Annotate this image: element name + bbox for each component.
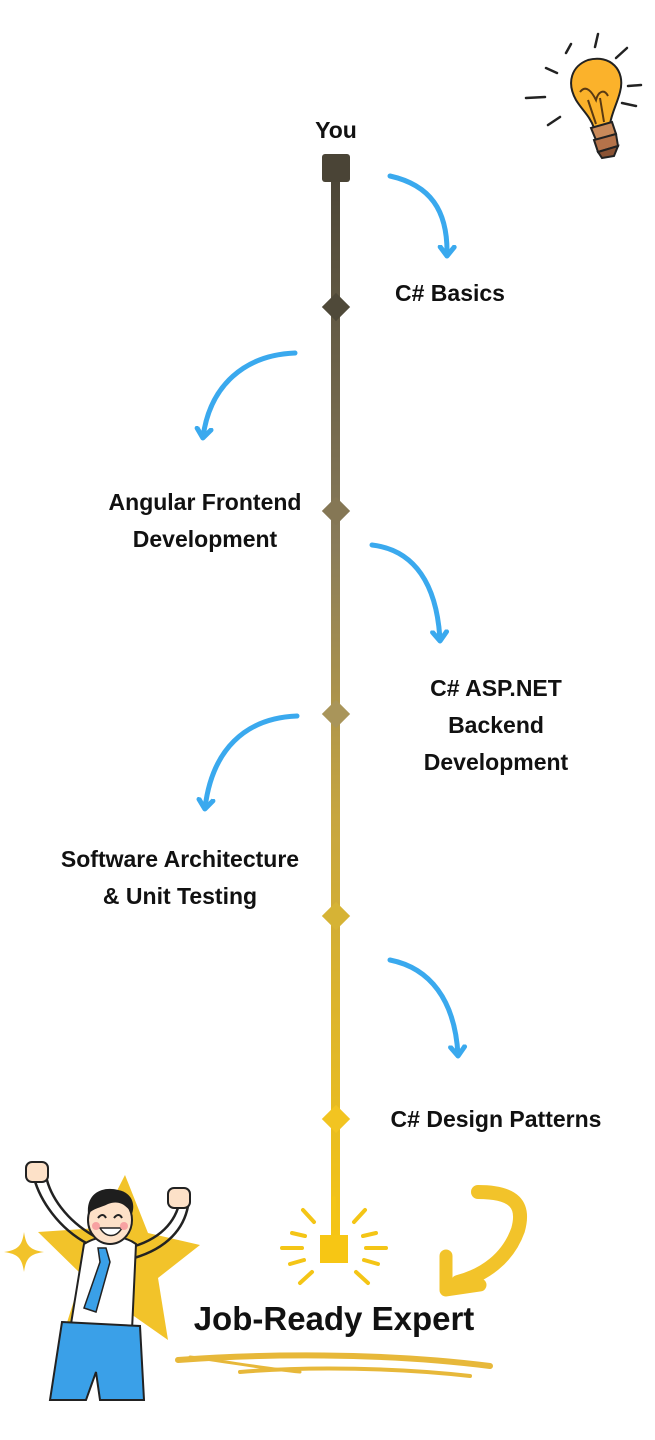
step-label-4: Software Architecture & Unit Testing (60, 846, 300, 909)
step-label-2: Angular Frontend Development (108, 489, 302, 552)
start-marker (322, 154, 350, 182)
celebrating-person-icon (4, 1161, 200, 1401)
step-label-3: C# ASP.NET Backend Development (423, 675, 569, 775)
start-label: You (315, 117, 357, 143)
step-marker-1 (321, 292, 351, 322)
sparkle-icon (4, 1232, 44, 1272)
curved-arrow-icon (369, 542, 440, 640)
curved-arrow-icon (205, 713, 300, 808)
step-marker-5 (321, 1104, 351, 1134)
underline-brush (175, 1352, 493, 1378)
goal-label: Job-Ready Expert (193, 1300, 475, 1337)
step-label-5: C# Design Patterns (390, 1106, 602, 1132)
curved-arrow-icon (203, 350, 298, 437)
curved-arrow-icon (387, 957, 458, 1055)
curved-arrow-icon (387, 173, 447, 255)
goal-marker (280, 1196, 388, 1285)
step-label-1: C# Basics (395, 280, 505, 306)
curved-arrow-icon (439, 1185, 528, 1297)
step-marker-2 (321, 496, 351, 526)
step-marker-4 (321, 901, 351, 931)
step-marker-3 (321, 699, 351, 729)
lightbulb-icon (524, 32, 643, 160)
